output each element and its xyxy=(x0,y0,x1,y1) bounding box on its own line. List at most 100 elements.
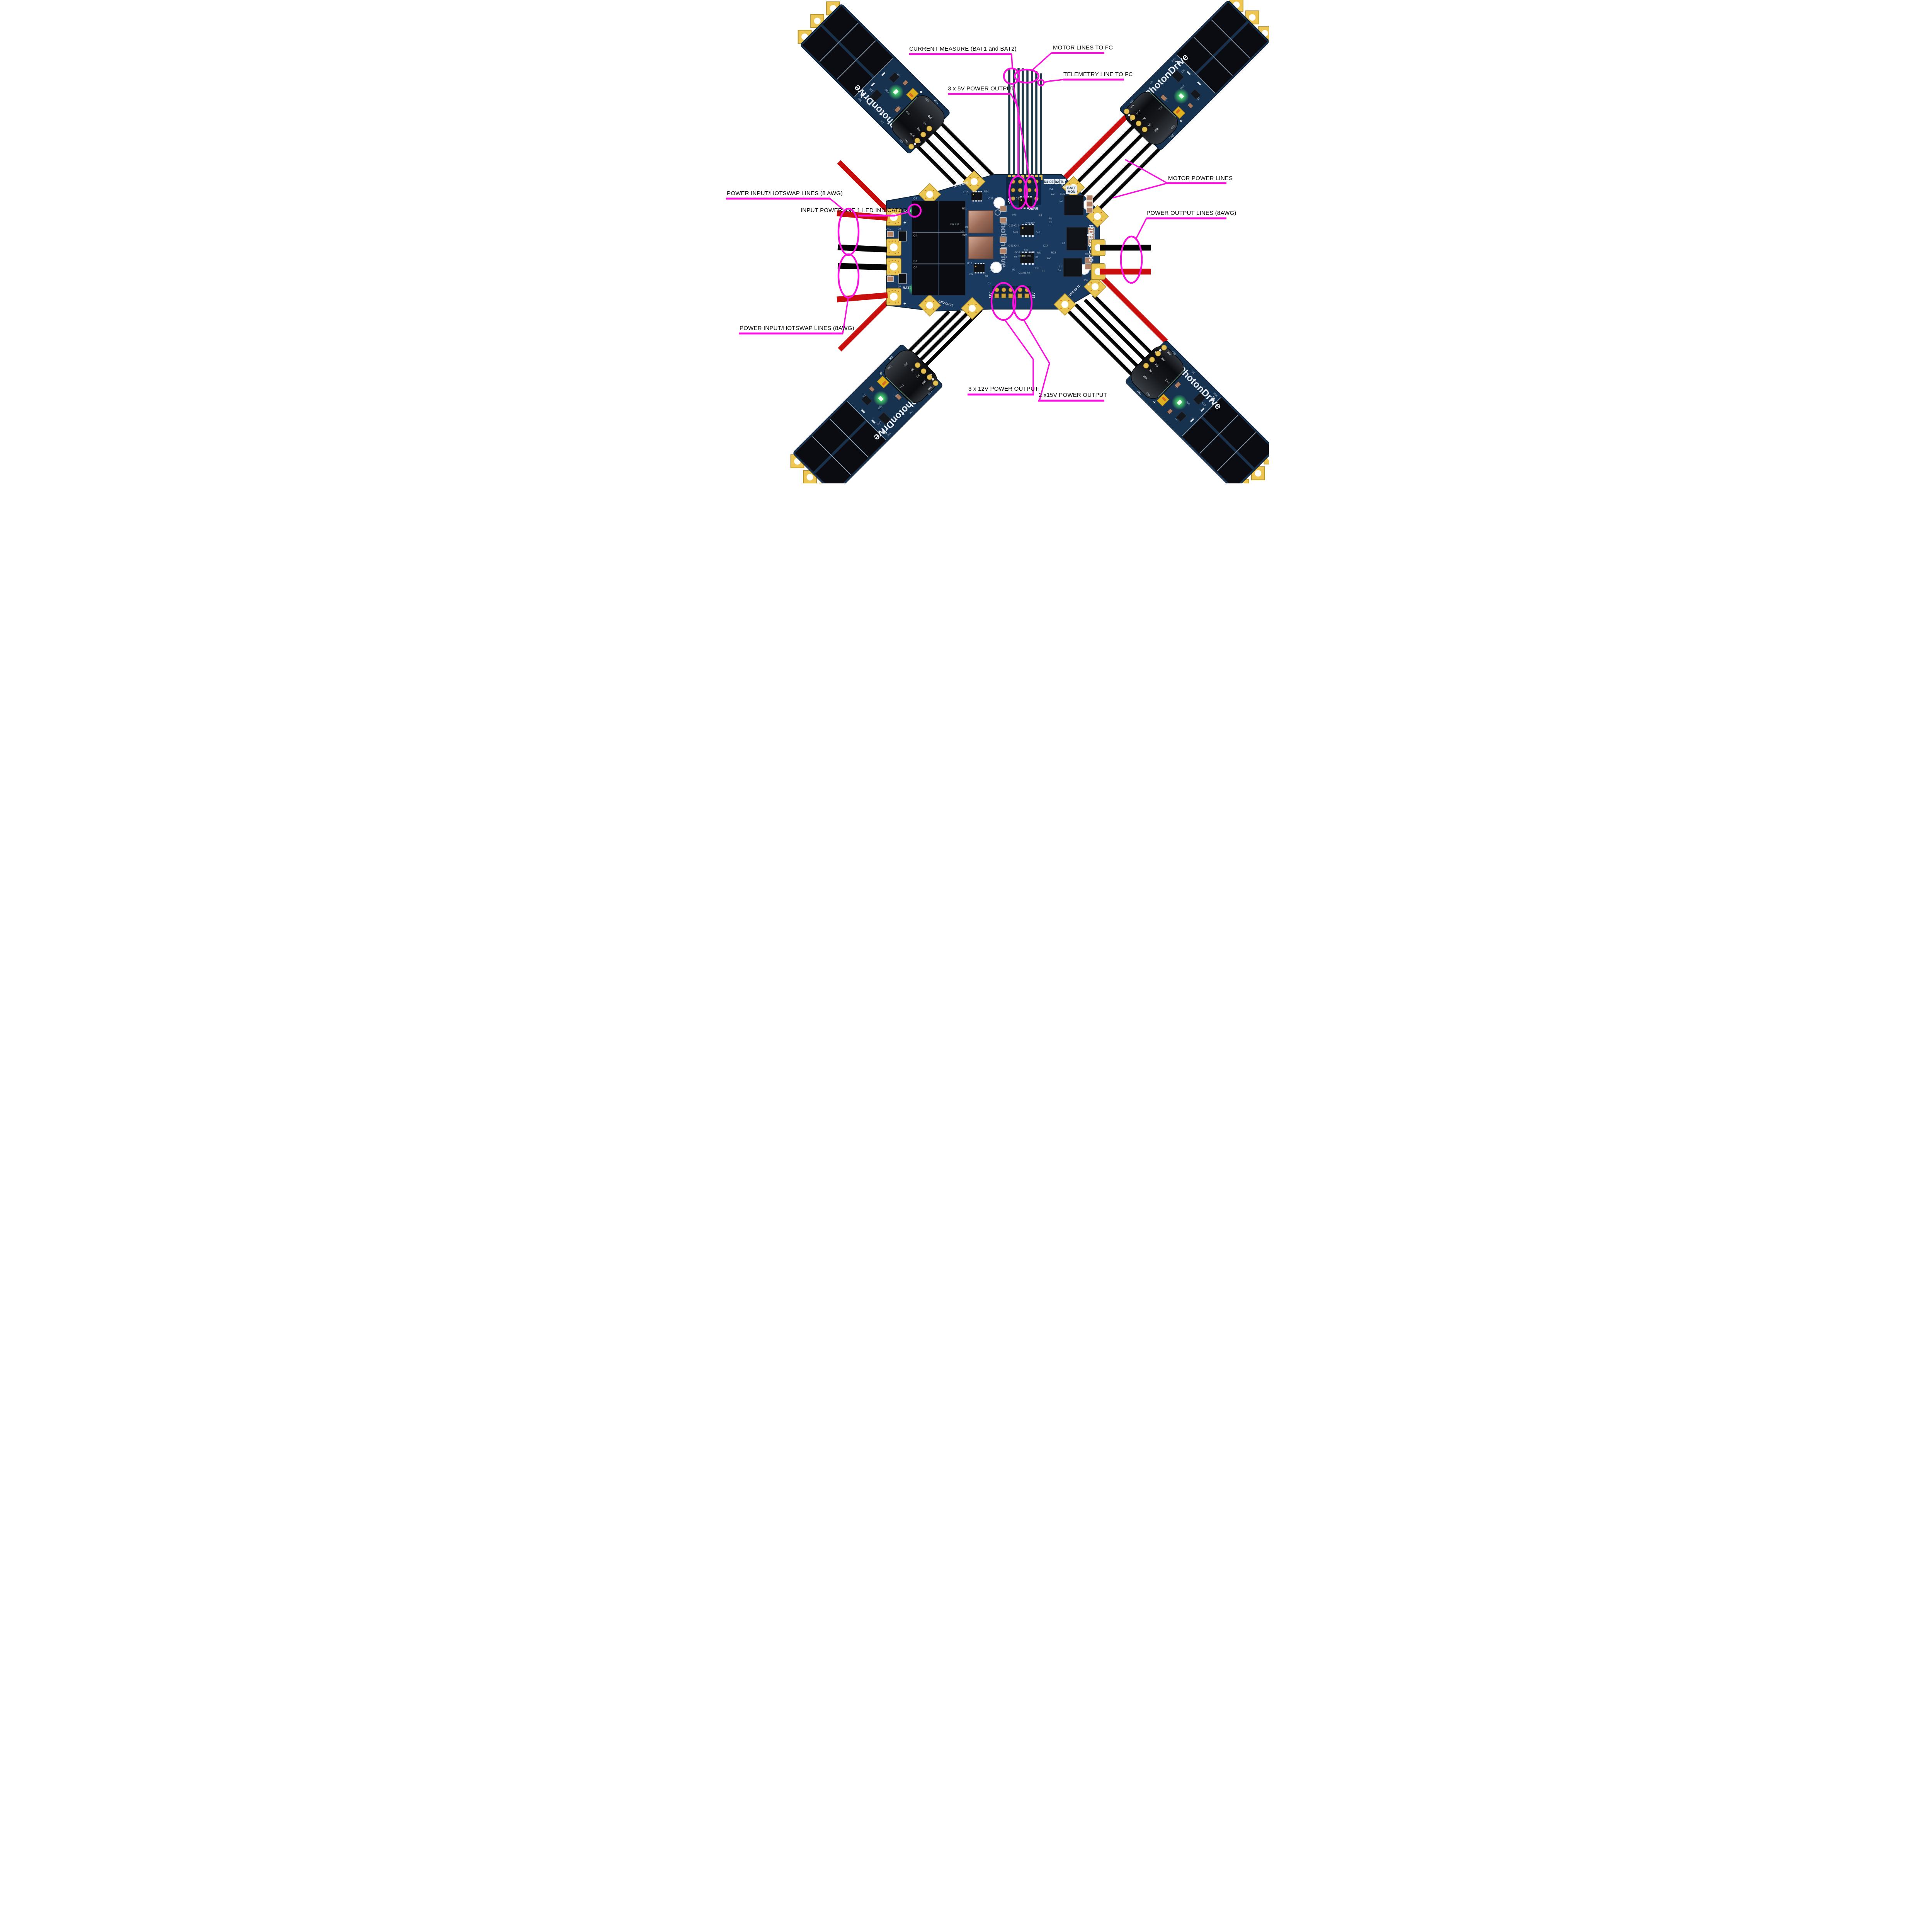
ref-r20: R20 xyxy=(1079,189,1083,192)
ref-r32: R32 xyxy=(1060,193,1065,196)
pdb-diagram-svg: PhotonDrive xyxy=(726,0,1269,483)
ref-d10: D10 xyxy=(1085,253,1090,256)
d3-label: D3 xyxy=(1049,180,1054,184)
ref-r24: R24 xyxy=(984,190,989,193)
ref-q6: Q6 xyxy=(913,260,917,263)
ref-d7: D7 xyxy=(898,286,901,288)
output-lines-ellipse xyxy=(1120,235,1143,284)
ref-d8: D8 xyxy=(898,228,901,230)
ref-q4: Q4 xyxy=(913,235,917,237)
label-12v: 12V xyxy=(988,293,992,298)
telemetry-circle xyxy=(1037,79,1045,87)
label-curr: CURR xyxy=(1028,207,1038,211)
ref-c42: C42 xyxy=(1015,251,1020,253)
mid-column: U10 R24 C39 R11 R10 R12 C17 U6 R9 R18 C3… xyxy=(950,190,1009,277)
esc-bottom-left xyxy=(782,342,946,483)
ref-c16c15: C16 C15 xyxy=(1009,224,1019,227)
15v-header-ellipse xyxy=(1012,285,1033,321)
inductor-1 xyxy=(968,210,993,233)
input-wire-red-2 xyxy=(837,292,888,303)
bat1-label: BAT1 xyxy=(903,209,912,213)
input-wire-black-1 xyxy=(837,244,888,253)
bat2-pad xyxy=(886,288,901,306)
ref-r6: R6 xyxy=(1012,214,1016,216)
ref-c14c12: C14 C12 xyxy=(1010,197,1021,200)
output-plus-mark: + xyxy=(1087,281,1090,287)
ref-c29: C29 xyxy=(886,229,891,231)
led-indicator-label: INPUT POWERLINE 1 LED INDICATOR xyxy=(801,207,907,214)
ref-c34: C34 xyxy=(969,274,974,276)
ref-r31: R31 xyxy=(1037,252,1042,254)
ref-c26: C26 xyxy=(886,274,891,277)
motor-lines-ellipse xyxy=(1014,68,1040,84)
annotation-power-input-top: POWER INPUT/HOTSWAP LINES (8 AWG) xyxy=(726,190,860,256)
annotation-telemetry: TELEMETRY LINE TO FC xyxy=(1037,71,1133,87)
ref-r11: R11 xyxy=(962,207,967,210)
bat2-label: BAT2 xyxy=(903,286,912,290)
ref-u6: U6 xyxy=(961,230,964,233)
ref-r1: R1 xyxy=(1042,270,1045,273)
power-input-bottom-label: POWER INPUT/HOTSWAP LINES (8AWG) xyxy=(740,325,854,332)
label-5v: +5V xyxy=(1007,198,1011,204)
esc-power-wire-red-tl xyxy=(837,160,892,215)
current-measure-circle xyxy=(1003,67,1020,85)
fc-signal-wires xyxy=(1008,68,1042,181)
ref-u10: U10 xyxy=(963,191,968,194)
input-pad-3 xyxy=(886,258,901,276)
ref-r2: R2 xyxy=(1012,269,1015,271)
bat1-plus: + xyxy=(903,219,906,225)
telemetry-label: TELEMETRY LINE TO FC xyxy=(1063,71,1133,78)
12v-header-ellipse xyxy=(990,282,1017,321)
output-minus-mark xyxy=(1087,234,1092,236)
bat2-plus: + xyxy=(903,301,906,306)
annotation-power-output: POWER OUTPUT LINES (8AWG) xyxy=(1120,210,1236,284)
ref-d2: D2 xyxy=(1047,257,1051,260)
esc-top-right xyxy=(1117,0,1269,153)
ref-l3: L3 xyxy=(1062,242,1065,245)
ref-r9: R9 xyxy=(965,226,968,229)
ref-c39: C39 xyxy=(988,197,993,200)
5v-output-label: 3 x 5V POWER OUTPUT xyxy=(948,85,1015,92)
ref-u5: U5 xyxy=(985,275,988,277)
esc-top-left xyxy=(789,0,953,156)
input-wire-black-2 xyxy=(837,263,888,270)
esc-power-wire-red-bl xyxy=(838,296,893,352)
label-15v: 15V xyxy=(1032,293,1036,298)
ref-c2: C2 xyxy=(1051,193,1054,196)
esc-bottom-right xyxy=(1122,338,1269,483)
curr-header-ellipse xyxy=(1024,175,1038,209)
15v-output-label: 2 x15V POWER OUTPUT xyxy=(1039,392,1107,398)
inductor-2 xyxy=(968,236,993,259)
ref-c36: C36 xyxy=(1013,231,1018,233)
12v-output-label: 3 x 12V POWER OUTPUT xyxy=(968,386,1039,392)
annotation-motor-lines-fc: MOTOR LINES TO FC xyxy=(1014,44,1113,84)
ref-d14: D14 xyxy=(1043,245,1048,247)
annotation-power-input-bottom: POWER INPUT/HOTSWAP LINES (8AWG) xyxy=(739,253,860,335)
current-measure-label: CURRENT MEASURE (BAT1 and BAT2) xyxy=(909,46,1017,52)
header-d-labels: D4 D3 D2 TL xyxy=(1044,179,1065,184)
ref-d4: D4 xyxy=(1049,188,1053,191)
batt-mon-label: BATT MON xyxy=(1066,185,1077,194)
ref-q3: Q3 xyxy=(913,197,917,200)
ref-c10: C10 xyxy=(1035,267,1039,270)
d2-label: D2 xyxy=(1055,180,1059,184)
power-input-section: BAT1 + BAT2 + R23 R17 C29 C26 D8 D7 xyxy=(886,197,966,306)
input-lines-ellipse-2 xyxy=(837,253,860,299)
ref-c41c44: C41 C44 xyxy=(1009,245,1019,247)
annotation-12v-output: 3 x 12V POWER OUTPUT xyxy=(968,282,1039,396)
ref-c11r3r4: C11 R3 R4 xyxy=(1019,272,1030,274)
ref-u1: U1 xyxy=(1035,256,1038,259)
ref-l1: L1 xyxy=(1059,265,1062,268)
power-output-label: POWER OUTPUT LINES (8AWG) xyxy=(1146,210,1236,216)
ref-d3: D3 xyxy=(1049,221,1052,224)
ref-d1: D1 xyxy=(1058,270,1061,272)
diagram-canvas: PhotonDrive xyxy=(663,0,1269,483)
ref-d6: D6 xyxy=(1084,279,1088,282)
motor-power-label: MOTOR POWER LINES xyxy=(1168,175,1233,182)
ref-c22r7: C22 R7 xyxy=(1026,222,1035,225)
tr-plus: + xyxy=(1064,177,1067,183)
power-input-top-label: POWER INPUT/HOTSWAP LINES (8 AWG) xyxy=(727,190,843,197)
led-indicator-circle xyxy=(907,203,922,218)
ref-r12c17: R12 C17 xyxy=(950,223,959,226)
ref-l2: L2 xyxy=(1060,200,1063,202)
